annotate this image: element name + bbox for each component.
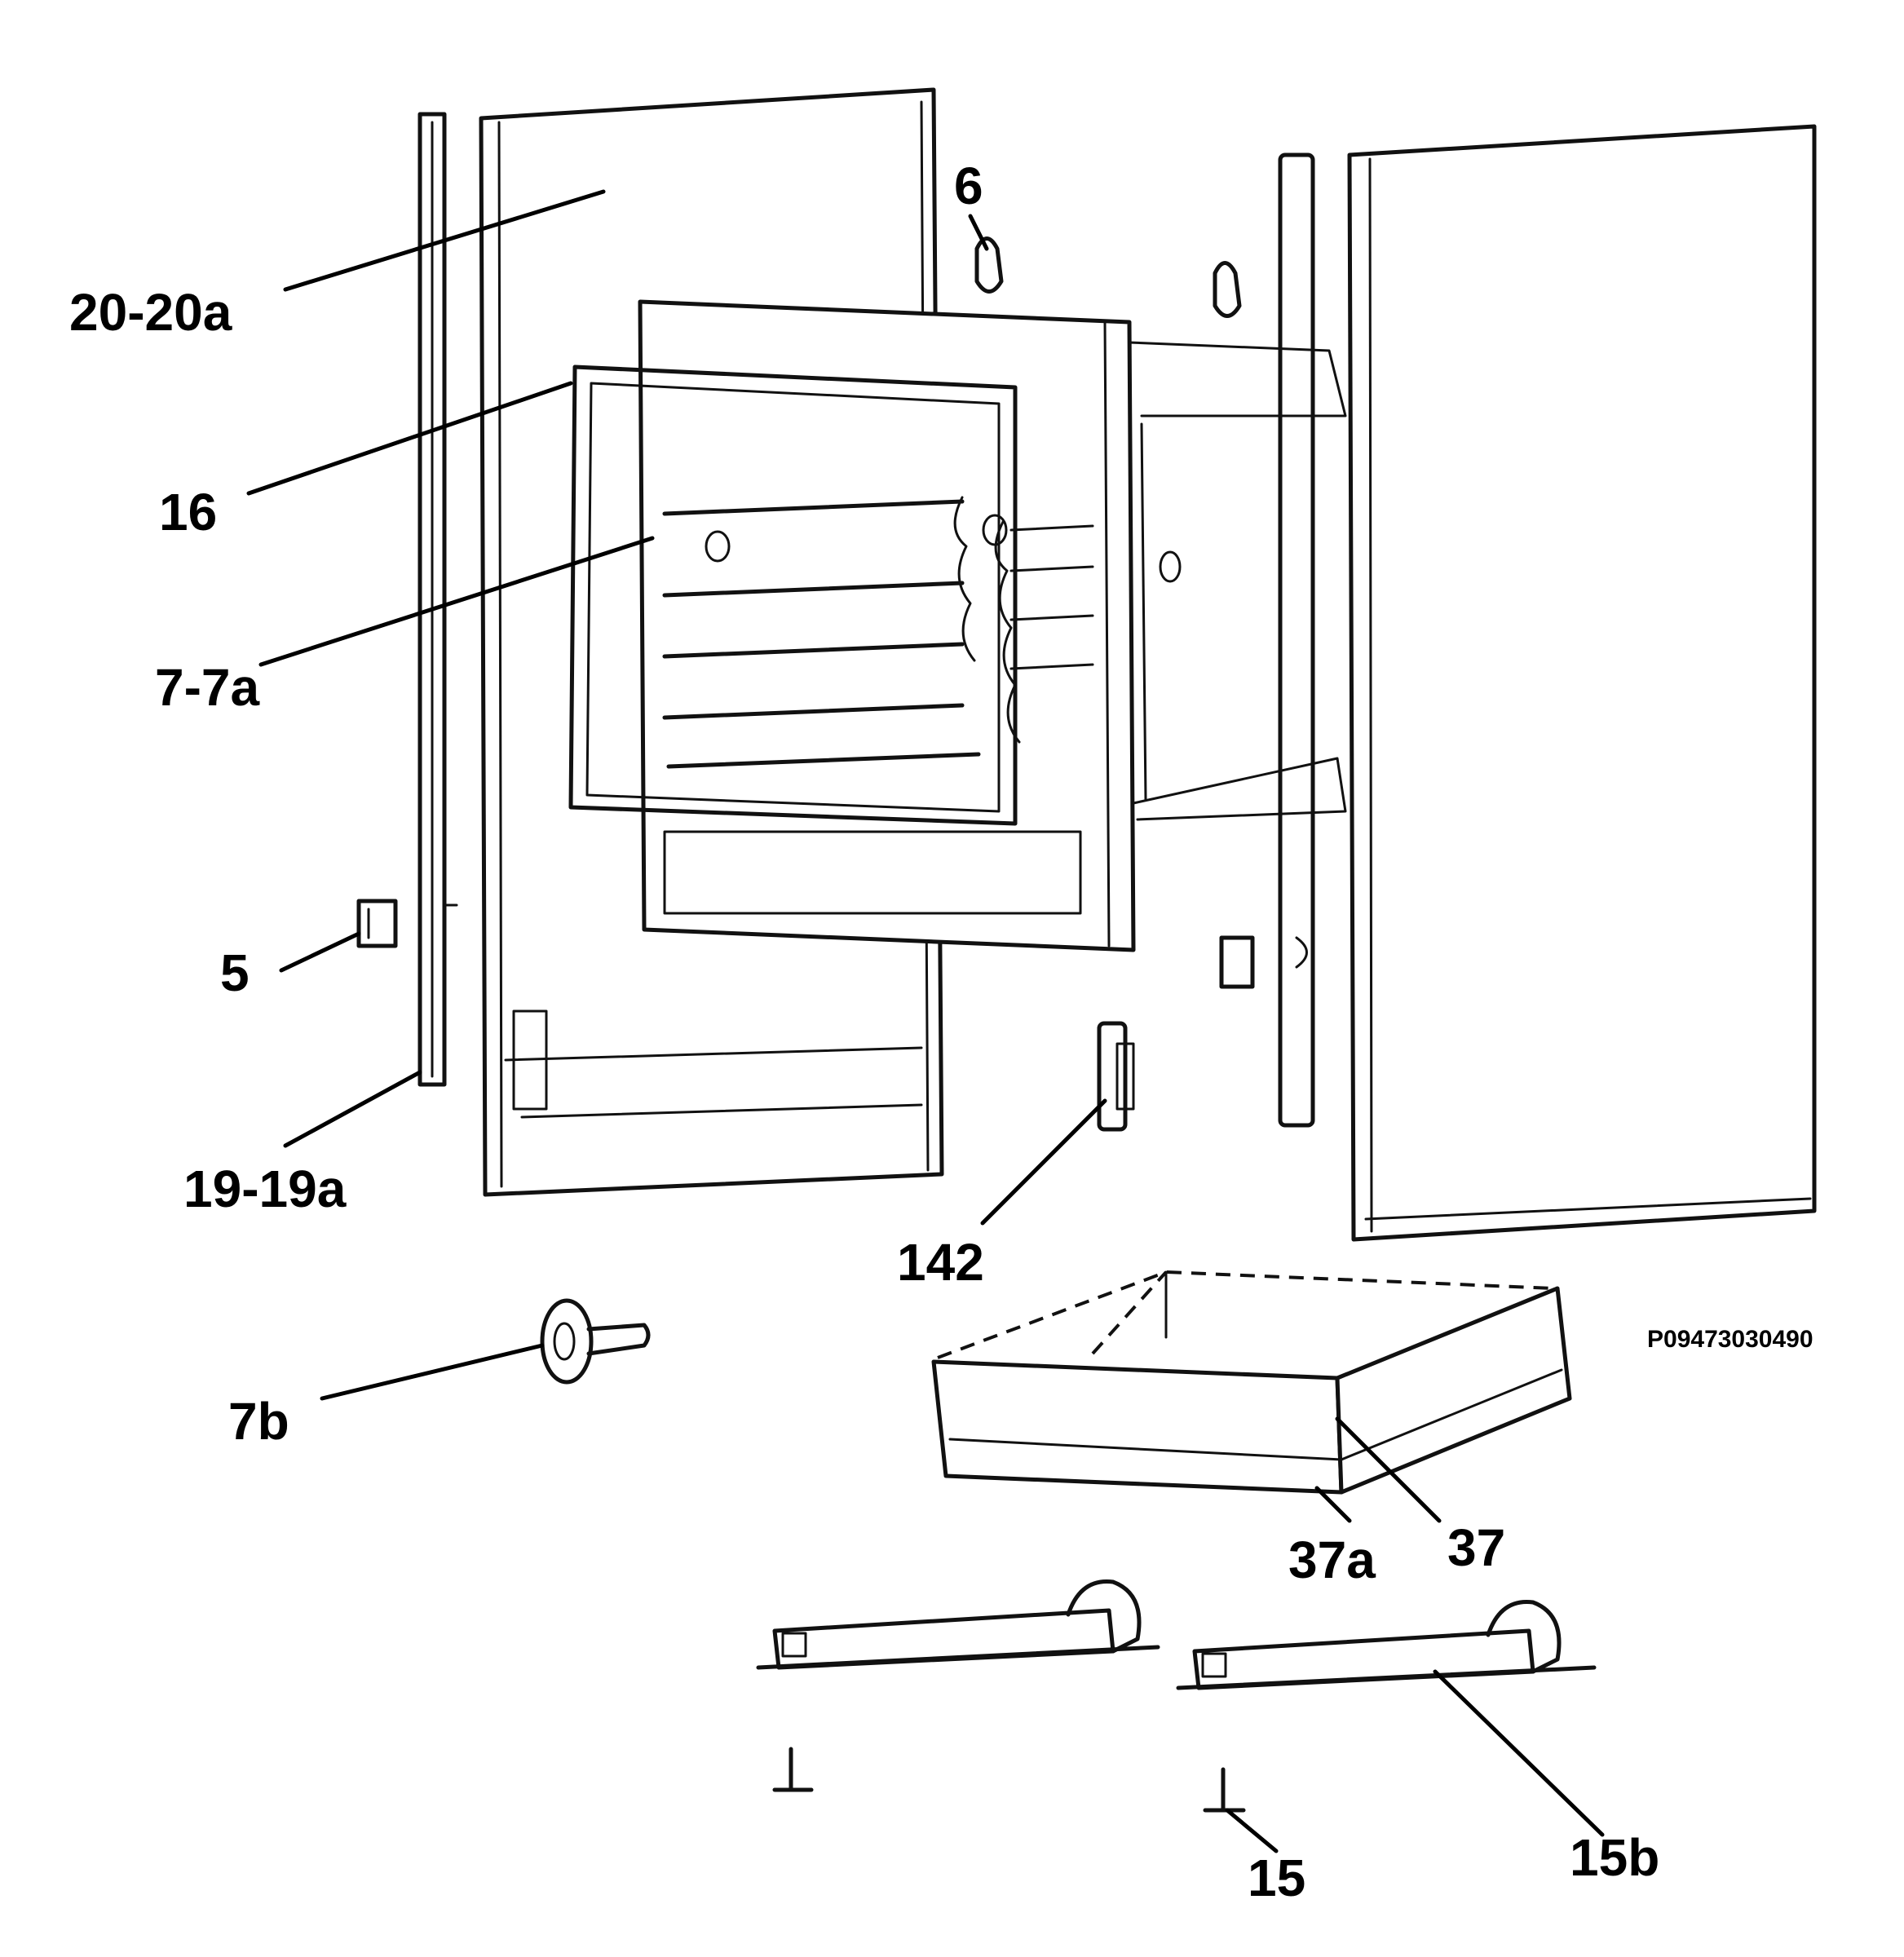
label-7-7a: 7-7a (155, 658, 260, 717)
door-seal-frame (568, 364, 1018, 826)
leader-7-7a (258, 536, 655, 667)
door-catch (1097, 1021, 1135, 1132)
door-side-profile (417, 112, 458, 1087)
rail-bracket (1219, 935, 1255, 989)
label-37a: 37a (1288, 1531, 1376, 1589)
label-20-20a: 20-20a (69, 283, 232, 342)
label-7b: 7b (228, 1392, 289, 1451)
label-5: 5 (220, 943, 250, 1002)
leader-19-19a (283, 1070, 422, 1148)
label-16: 16 (159, 483, 217, 541)
right-vertical-rail (1278, 152, 1315, 1128)
leader-37 (1335, 1416, 1442, 1523)
leader-6 (968, 214, 989, 251)
control-knob (540, 1298, 651, 1385)
leader-15b (1433, 1669, 1605, 1837)
oven-shelf-racks (662, 496, 1094, 769)
label-142: 142 (897, 1233, 984, 1292)
leader-5 (279, 931, 361, 973)
label-6: 6 (954, 157, 983, 215)
label-19-19a: 19-19a (183, 1160, 347, 1218)
hinge-clip-left (974, 236, 1004, 294)
wheel-bracket-right (1176, 1600, 1597, 1690)
right-side-panel (1347, 124, 1817, 1242)
leader-7b (320, 1343, 545, 1401)
label-15b: 15b (1570, 1828, 1659, 1887)
screw-right (1203, 1767, 1246, 1813)
storage-drawer (931, 1270, 1572, 1495)
wheel-bracket-left (756, 1579, 1160, 1670)
leader-20-20a (283, 189, 606, 292)
label-15: 15 (1248, 1849, 1305, 1907)
screw-left (772, 1747, 814, 1792)
latch-part (356, 899, 398, 948)
leader-15 (1225, 1808, 1279, 1853)
leader-142 (980, 1098, 1107, 1226)
leader-37a (1314, 1486, 1352, 1523)
reference-code: P09473030490 (1647, 1326, 1813, 1353)
label-37: 37 (1447, 1518, 1505, 1577)
leader-16 (246, 381, 573, 496)
hinge-clip-right (1213, 261, 1242, 318)
oven-cavity-frame (638, 299, 1347, 952)
